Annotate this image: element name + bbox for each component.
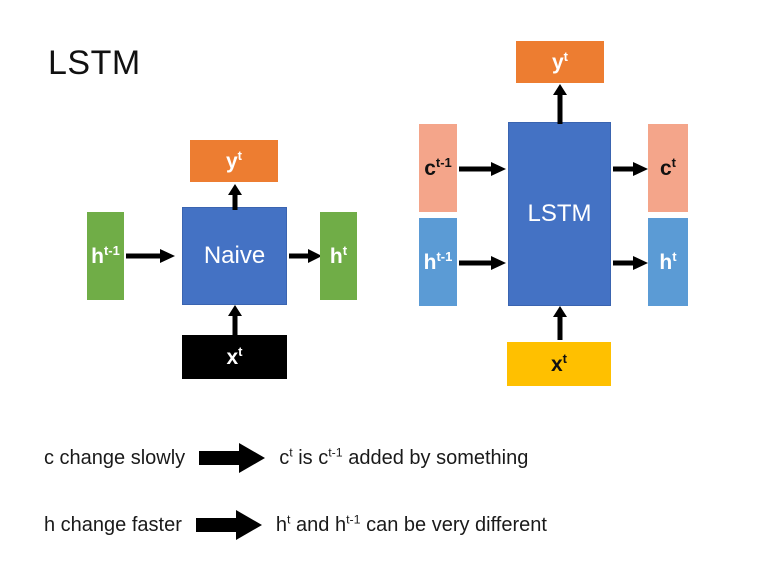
statement-c-left: c change slowly — [44, 446, 186, 469]
lstm-input-x-box: xt — [507, 342, 611, 386]
statement-row-h: h change faster ht and ht-1 can be very … — [44, 510, 547, 540]
statement-c-right: ct is ct-1 added by something — [279, 444, 529, 469]
lstm-output-c-box: ct — [648, 124, 688, 212]
lstm-cell-box: LSTM — [508, 122, 611, 306]
statement-row-c: c change slowly ct is ct-1 added by some… — [44, 443, 528, 473]
arrow-lstm-x-in — [552, 306, 568, 340]
statement-h-left: h change faster — [44, 513, 182, 536]
naive-cell-box: Naive — [182, 207, 287, 305]
lstm-output-h-label: ht — [659, 248, 677, 274]
arrow-naive-y-out — [227, 184, 243, 210]
lstm-input-c-box: ct-1 — [419, 124, 457, 212]
statement-h-right: ht and ht-1 can be very different — [275, 511, 547, 536]
lstm-input-x-label: xt — [550, 350, 568, 376]
arrow-lstm-c-out — [613, 161, 649, 177]
lstm-output-y-label: yt — [551, 48, 569, 74]
lstm-input-c-label: ct-1 — [424, 154, 452, 180]
lstm-output-c-label: ct — [659, 154, 677, 180]
naive-cell-label: Naive — [203, 242, 266, 269]
arrow-lstm-h-in — [459, 255, 507, 271]
arrow-naive-h-out — [289, 248, 323, 264]
arrow-lstm-h-out — [613, 255, 649, 271]
arrow-naive-h-in — [126, 248, 176, 264]
lstm-input-h-box: ht-1 — [419, 218, 457, 306]
block-arrow-icon — [199, 443, 266, 473]
naive-output-h-box: ht — [320, 212, 357, 300]
naive-input-x-label: xt — [226, 343, 243, 369]
page-title: LSTM — [48, 44, 141, 82]
lstm-output-y-box: yt — [516, 41, 604, 83]
naive-input-h-label: ht-1 — [91, 242, 120, 268]
arrow-naive-x-in — [227, 305, 243, 335]
lstm-output-h-box: ht — [648, 218, 688, 306]
naive-output-y-label: yt — [225, 147, 243, 173]
naive-output-y-box: yt — [190, 140, 278, 182]
lstm-cell-label: LSTM — [527, 200, 592, 227]
naive-input-x-box: xt — [182, 335, 287, 379]
lstm-input-h-label: ht-1 — [423, 248, 453, 274]
arrow-lstm-c-in — [459, 161, 507, 177]
arrow-lstm-y-out — [552, 84, 568, 124]
naive-output-h-label: ht — [329, 242, 348, 268]
block-arrow-icon — [195, 510, 262, 540]
naive-input-h-box: ht-1 — [87, 212, 124, 300]
